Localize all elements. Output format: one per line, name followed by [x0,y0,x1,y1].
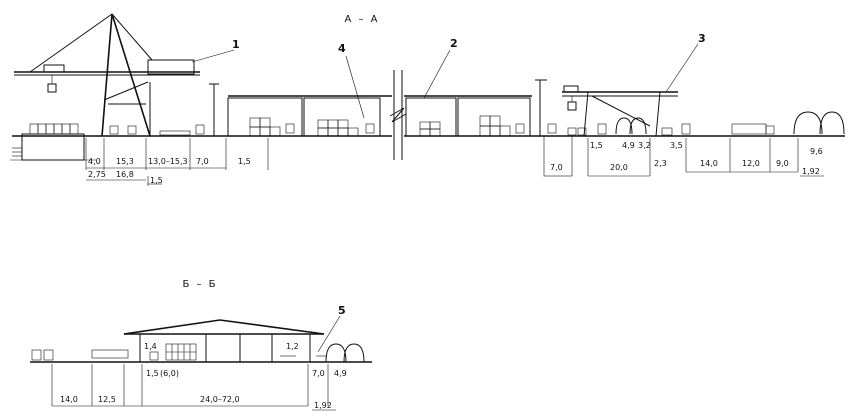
dim-14-0-a: 14,0 [700,159,718,168]
dim-12-0: 12,0 [742,159,760,168]
dim-3-2: 3,2 [638,141,651,150]
dim-24-72-bb: 24,0–72,0 [200,395,240,404]
dim-1-2: 1,2 [286,342,299,351]
callout-5: 5 [338,304,346,317]
section-aa: А – А [10,13,845,186]
dim-1-5-bb: 1,5 [146,369,159,378]
callout-4: 4 [338,42,346,55]
dim-3-5: 3,5 [670,141,683,150]
gantry-crane-1 [14,13,200,137]
dim-9-6: 9,6 [810,147,823,156]
dim-4-9-bb: 4,9 [334,369,347,378]
quay-wall [10,123,96,161]
dim-16-8: 16,8 [116,170,134,179]
section-bb: Б – Б 5 [30,279,372,411]
dim-4-9: 4,9 [622,141,635,150]
dim-1-92-bb: 1,92 [314,401,332,410]
dim-1-5-a: 1,5 [238,157,251,166]
section-aa-title: А – А [344,14,379,25]
dim-1-5-b: 1,5 [150,176,163,185]
dim-1-92-a: 1,92 [802,167,820,176]
dim-1-5-c: 1,5 [590,141,603,150]
dim-7-0-bb: 7,0 [312,369,325,378]
dim-4-0: 4,0 [88,157,101,166]
gantry-crane-3 [562,85,678,137]
warehouse-aa [227,70,532,160]
dim-7-0-b: 7,0 [550,163,563,172]
dim-2-3: 2,3 [654,159,667,168]
warehouse-bb [123,319,325,362]
section-bb-title: Б – Б [182,279,217,290]
dim-1-4: 1,4 [144,342,157,351]
callout-2: 2 [450,37,458,50]
dim-12-5-bb: 12,5 [98,395,116,404]
dim-6-0-bb: (6,0) [160,369,179,378]
dim-15-3: 15,3 [116,157,134,166]
dim-14-0-bb: 14,0 [60,395,78,404]
callout-1: 1 [232,38,240,51]
dim-20-0: 20,0 [610,163,628,172]
dim-7-0-a: 7,0 [196,157,209,166]
dim-9-0: 9,0 [776,159,789,168]
callout-3: 3 [698,32,706,45]
dim-2-75: 2,75 [88,170,106,179]
dim-13-15-3: 13,0–15,3 [148,157,188,166]
